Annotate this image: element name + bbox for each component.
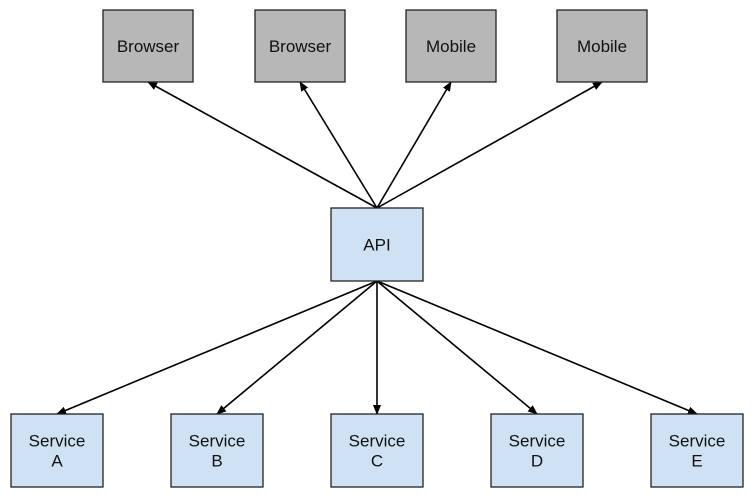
node-mobile-1: Mobile [405, 9, 497, 83]
node-label: Service [349, 432, 406, 451]
edge-api-to-service-e [376, 280, 698, 415]
node-label: Browser [269, 37, 332, 56]
node-box [405, 9, 497, 83]
node-label: A [51, 452, 63, 471]
node-box [650, 413, 744, 488]
edge-api-to-browser-1 [147, 81, 378, 209]
node-box [254, 9, 346, 83]
node-box [330, 207, 424, 282]
node-label: Service [189, 432, 246, 451]
node-label: Mobile [577, 37, 627, 56]
node-label: C [371, 452, 383, 471]
edge-api-to-service-b [216, 280, 378, 415]
edge-api-to-mobile-2 [376, 81, 603, 209]
node-label: Service [29, 432, 86, 451]
edge-api-to-service-d [376, 280, 538, 415]
node-box [102, 9, 194, 83]
edges [56, 81, 698, 415]
node-label: Service [669, 432, 726, 451]
edge-api-to-mobile-1 [376, 81, 452, 209]
node-label: E [691, 452, 702, 471]
node-label: API [363, 236, 390, 255]
node-mobile-2: Mobile [556, 9, 648, 83]
node-box [10, 413, 104, 488]
node-box [330, 413, 424, 488]
node-browser-2: Browser [254, 9, 346, 83]
node-box [490, 413, 584, 488]
node-api: API [330, 207, 424, 282]
node-label: Service [509, 432, 566, 451]
node-label: Browser [117, 37, 180, 56]
edge-api-to-browser-2 [299, 81, 378, 209]
edge-api-to-service-a [56, 280, 378, 415]
node-label: D [531, 452, 543, 471]
node-browser-1: Browser [102, 9, 194, 83]
node-box [170, 413, 264, 488]
node-label: B [211, 452, 222, 471]
node-box [556, 9, 648, 83]
node-label: Mobile [426, 37, 476, 56]
